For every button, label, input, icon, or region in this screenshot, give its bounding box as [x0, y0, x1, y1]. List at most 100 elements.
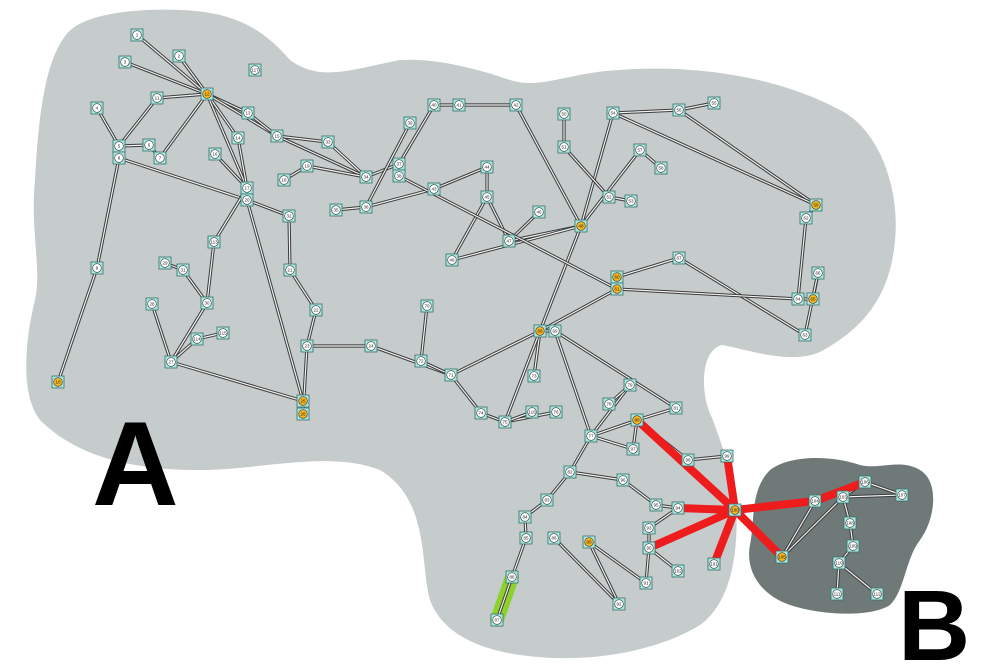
node-44[interactable]: 44 — [480, 160, 494, 174]
node-106[interactable]: 106 — [858, 475, 872, 489]
node-26[interactable]: 26 — [296, 407, 310, 421]
node-104[interactable]: 104 — [808, 494, 822, 508]
node-37[interactable]: 37 — [392, 157, 406, 171]
node-63[interactable]: 63 — [798, 328, 812, 342]
node-68[interactable]: 68 — [533, 324, 547, 338]
node-76[interactable]: 76 — [549, 405, 563, 419]
node-30[interactable]: 30 — [200, 296, 214, 310]
node-110[interactable]: 110 — [832, 556, 846, 570]
node-54[interactable]: 54 — [606, 106, 620, 120]
node-2[interactable]: 2 — [172, 49, 186, 63]
node-87[interactable]: 87 — [490, 613, 504, 627]
node-96[interactable]: 96 — [616, 473, 630, 487]
node-85[interactable]: 85 — [519, 531, 533, 545]
node-41[interactable]: 41 — [452, 98, 466, 112]
node-91[interactable]: 91 — [639, 576, 653, 590]
node-88[interactable]: 88 — [505, 570, 519, 584]
node-46[interactable]: 46 — [532, 205, 546, 219]
node-14[interactable]: 14 — [231, 131, 245, 145]
node-89[interactable]: 89 — [582, 535, 596, 549]
node-16[interactable]: 16 — [208, 147, 222, 161]
node-103[interactable]: 103 — [836, 490, 850, 504]
node-39[interactable]: 39 — [403, 116, 417, 130]
node-57[interactable]: 57 — [633, 143, 647, 157]
node-33[interactable]: 33 — [321, 135, 335, 149]
node-80[interactable]: 80 — [630, 413, 644, 427]
node-84[interactable]: 84 — [518, 510, 532, 524]
node-112[interactable]: 112 — [870, 587, 884, 601]
node-1[interactable]: 1 — [130, 28, 144, 42]
node-107[interactable]: 107 — [895, 488, 909, 502]
node-17[interactable]: 17 — [240, 181, 254, 195]
node-9[interactable]: 9 — [90, 261, 104, 275]
node-15[interactable]: 15 — [270, 129, 284, 143]
node-50[interactable]: 50 — [557, 107, 571, 121]
node-18[interactable]: 18 — [277, 173, 291, 187]
node-73[interactable]: 73 — [527, 369, 541, 383]
node-71[interactable]: 71 — [444, 368, 458, 382]
node-99[interactable]: 99 — [720, 449, 734, 463]
node-114[interactable]: 114 — [190, 332, 204, 346]
node-38[interactable]: 38 — [392, 169, 406, 183]
node-36[interactable]: 36 — [359, 200, 373, 214]
node-83[interactable]: 83 — [540, 493, 554, 507]
node-49[interactable]: 49 — [445, 253, 459, 267]
node-72[interactable]: 72 — [414, 354, 428, 368]
node-58[interactable]: 58 — [654, 161, 668, 175]
node-51[interactable]: 51 — [557, 140, 571, 154]
node-61[interactable]: 61 — [610, 282, 624, 296]
node-21[interactable]: 21 — [283, 263, 297, 277]
node-31[interactable]: 31 — [176, 263, 190, 277]
node-35[interactable]: 35 — [329, 203, 343, 217]
node-56[interactable]: 56 — [672, 103, 686, 117]
node-43[interactable]: 43 — [427, 182, 441, 196]
node-25[interactable]: 25 — [296, 394, 310, 408]
node-79[interactable]: 79 — [623, 378, 637, 392]
node-109[interactable]: 109 — [846, 539, 860, 553]
node-40[interactable]: 40 — [427, 98, 441, 112]
node-20[interactable]: 20 — [240, 193, 254, 207]
node-66[interactable]: 66 — [811, 266, 825, 280]
node-28[interactable]: 28 — [145, 297, 159, 311]
node-105[interactable]: 105 — [775, 550, 789, 564]
node-95[interactable]: 95 — [649, 498, 663, 512]
node-7[interactable]: 7 — [153, 151, 167, 165]
node-108[interactable]: 108 — [843, 516, 857, 530]
node-92[interactable]: 92 — [612, 597, 626, 611]
node-102[interactable]: 102 — [671, 564, 685, 578]
node-78[interactable]: 78 — [602, 397, 616, 411]
node-55[interactable]: 55 — [707, 96, 721, 110]
node-6[interactable]: 6 — [142, 138, 156, 152]
node-47[interactable]: 47 — [502, 234, 516, 248]
node-81[interactable]: 81 — [669, 401, 683, 415]
node-23[interactable]: 23 — [300, 339, 314, 353]
node-4[interactable]: 4 — [90, 101, 104, 115]
node-64[interactable]: 64 — [791, 292, 805, 306]
node-48[interactable]: 48 — [574, 219, 588, 233]
node-117[interactable]: 117 — [248, 63, 262, 77]
node-82[interactable]: 82 — [563, 465, 577, 479]
node-65[interactable]: 65 — [806, 292, 820, 306]
node-111[interactable]: 111 — [830, 587, 844, 601]
node-11[interactable]: 11 — [150, 91, 164, 105]
node-97[interactable]: 97 — [626, 442, 640, 456]
node-69[interactable]: 69 — [548, 324, 562, 338]
node-45[interactable]: 45 — [480, 190, 494, 204]
node-100[interactable]: 100 — [728, 503, 742, 517]
node-74[interactable]: 74 — [474, 406, 488, 420]
node-24[interactable]: 24 — [364, 339, 378, 353]
node-3[interactable]: 3 — [118, 55, 132, 69]
node-13[interactable]: 13 — [241, 106, 255, 120]
node-42[interactable]: 42 — [509, 98, 523, 112]
node-90[interactable]: 90 — [642, 541, 656, 555]
node-67[interactable]: 67 — [672, 251, 686, 265]
node-8[interactable]: 8 — [112, 151, 126, 165]
node-27[interactable]: 27 — [164, 355, 178, 369]
node-86[interactable]: 86 — [547, 531, 561, 545]
node-19[interactable]: 19 — [300, 159, 314, 173]
node-115[interactable]: 115 — [216, 326, 230, 340]
node-70[interactable]: 70 — [420, 299, 434, 313]
node-5[interactable]: 5 — [112, 139, 126, 153]
node-113[interactable]: 113 — [207, 235, 221, 249]
node-116[interactable]: 116 — [525, 405, 539, 419]
